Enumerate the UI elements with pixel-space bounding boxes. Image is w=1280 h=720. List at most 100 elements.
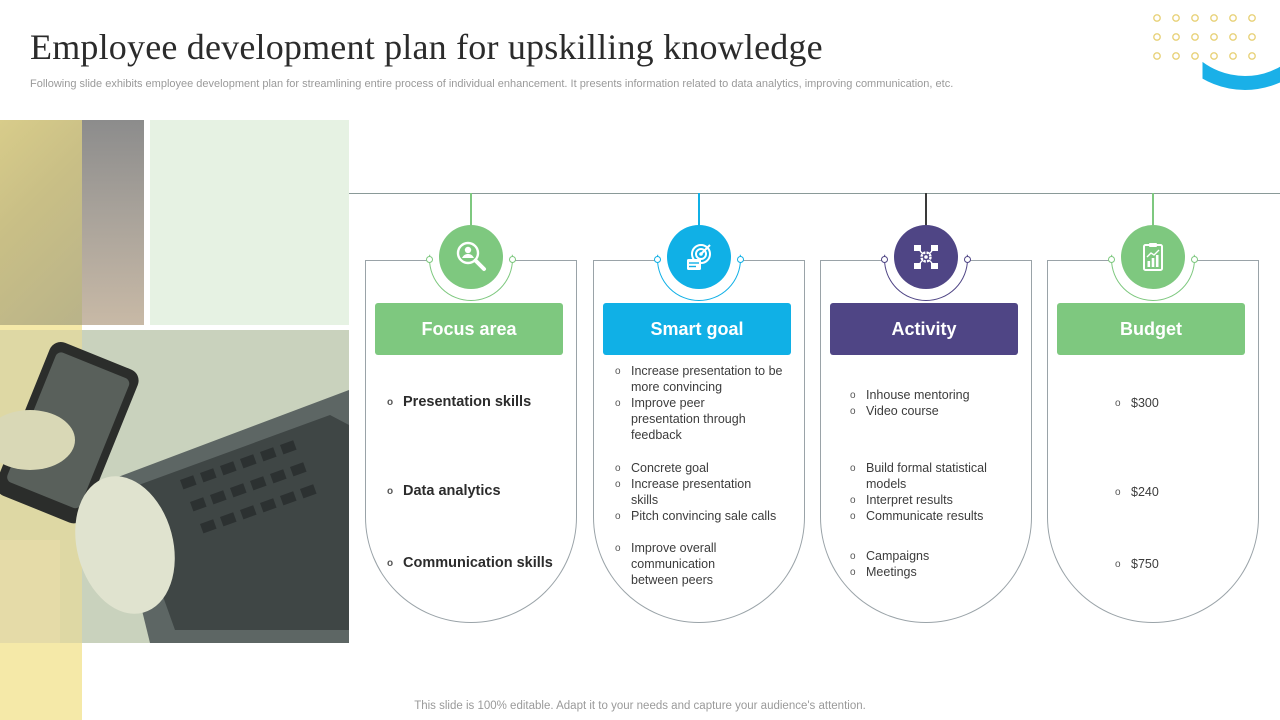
list-item: o Build formal statistical models [850, 460, 1020, 492]
ring-end-dot [509, 256, 516, 263]
card-top-edge-right [968, 260, 1032, 261]
bullet-icon: o [387, 486, 394, 497]
card-top-edge-left [1047, 260, 1111, 261]
bullet-icon: o [615, 511, 621, 522]
connector-stem [698, 193, 700, 227]
item-text: Improve overall communication between pe… [631, 541, 717, 587]
bullet-icon: o [850, 511, 856, 522]
bullet-icon: o [850, 495, 856, 506]
bullet-icon: o [615, 398, 621, 409]
item-text: Build formal statistical models [866, 461, 987, 491]
card-top-edge-right [741, 260, 805, 261]
green-panel [150, 120, 349, 325]
footer-note: This slide is 100% editable. Adapt it to… [414, 700, 866, 712]
bullet-icon: o [615, 366, 621, 377]
heading-bar: Focus area [375, 303, 563, 355]
connector-stem [925, 193, 927, 227]
page-subtitle: Following slide exhibits employee develo… [30, 78, 954, 90]
heading-bar: Smart goal [603, 303, 791, 355]
ring-end-dot [426, 256, 433, 263]
clipboard-chart-icon [1121, 225, 1185, 289]
list-item: o Campaigns [850, 548, 1020, 565]
photo-tile-top-middle [82, 120, 144, 325]
list-item: o Increase presentation skills [615, 476, 755, 508]
photo-tile-top-left [0, 120, 82, 325]
item-list: o $300 o $240 o $750 [1047, 193, 1259, 623]
bullet-icon: o [850, 406, 856, 417]
card-top-edge-right [513, 260, 577, 261]
list-item: o Data analytics [387, 483, 501, 500]
ring-end-dot [737, 256, 744, 263]
column-card [820, 260, 1032, 623]
item-text: Data analytics [403, 483, 501, 499]
item-text: Presentation skills [403, 394, 532, 410]
list-item: o Concrete goal [615, 460, 795, 477]
item-list: o Increase presentation to be more convin… [593, 193, 805, 623]
bullet-icon: o [850, 463, 856, 474]
network-gear-icon [894, 225, 958, 289]
card-top-edge-left [593, 260, 657, 261]
list-item: o Improve overall communication between p… [615, 540, 755, 588]
item-text: Pitch convincing sale calls [631, 509, 777, 523]
item-text: Campaigns [866, 549, 930, 563]
bullet-icon: o [615, 479, 621, 490]
card-top-edge-left [820, 260, 884, 261]
item-text: Communicate results [866, 509, 984, 523]
list-item: o $750 [1115, 556, 1159, 573]
list-item: o Video course [850, 403, 1020, 420]
item-text: $300 [1131, 396, 1159, 410]
decorative-dots [1153, 14, 1256, 60]
item-text: Increase presentation to be more convinc… [631, 364, 783, 394]
list-item: o Pitch convincing sale calls [615, 508, 805, 525]
bullet-icon: o [615, 463, 621, 474]
item-text: Interpret results [866, 493, 953, 507]
ring-end-dot [654, 256, 661, 263]
photo-laptop-phone [0, 330, 349, 643]
bullet-icon: o [850, 551, 856, 562]
target-icon [667, 225, 731, 289]
item-text: $240 [1131, 485, 1159, 499]
list-item: o Communication skills [387, 555, 553, 572]
bullet-icon: o [387, 558, 394, 569]
list-item: o Meetings [850, 564, 1020, 581]
item-text: Video course [866, 404, 939, 418]
heading-bar: Activity [830, 303, 1018, 355]
ring-end-dot [1191, 256, 1198, 263]
item-text: Meetings [866, 565, 917, 579]
card-top-edge-right [1195, 260, 1259, 261]
bullet-icon: o [1115, 487, 1121, 498]
card-top-edge-left [365, 260, 429, 261]
column-budget: Budget o $300 o $240 o $750 [1047, 193, 1259, 623]
timeline-line [349, 193, 1280, 194]
item-text: Concrete goal [631, 461, 709, 475]
magnifier-person-icon [439, 225, 503, 289]
bullet-icon: o [615, 543, 621, 554]
list-item: o Communicate results [850, 508, 1020, 525]
item-text: Communication skills [403, 555, 553, 571]
item-text: $750 [1131, 557, 1159, 571]
bullet-icon: o [850, 567, 856, 578]
page-title: Employee development plan for upskilling… [30, 27, 823, 67]
bullet-icon: o [1115, 559, 1121, 570]
list-item: o Increase presentation to be more convin… [615, 363, 795, 395]
column-card [365, 260, 577, 623]
item-text: Improve peer presentation through feedba… [631, 396, 746, 442]
list-item: o $300 [1115, 395, 1159, 412]
connector-stem [470, 193, 472, 227]
bullet-icon: o [1115, 398, 1121, 409]
list-item: o Interpret results [850, 492, 1020, 509]
heading-bar: Budget [1057, 303, 1245, 355]
decorative-ring [1202, 0, 1280, 90]
list-item: o $240 [1115, 484, 1159, 501]
item-text: Increase presentation skills [631, 477, 752, 507]
column-card [593, 260, 805, 623]
list-item: o Improve peer presentation through feedb… [615, 395, 765, 443]
connector-stem [1152, 193, 1154, 227]
item-text: Inhouse mentoring [866, 388, 970, 402]
column-activity: Activity o Inhouse mentoring o Video cours… [820, 193, 1032, 623]
ring-end-dot [964, 256, 971, 263]
ring-end-dot [1108, 256, 1115, 263]
column-smart-goal: Smart goal o Increase presentation to be … [593, 193, 805, 623]
